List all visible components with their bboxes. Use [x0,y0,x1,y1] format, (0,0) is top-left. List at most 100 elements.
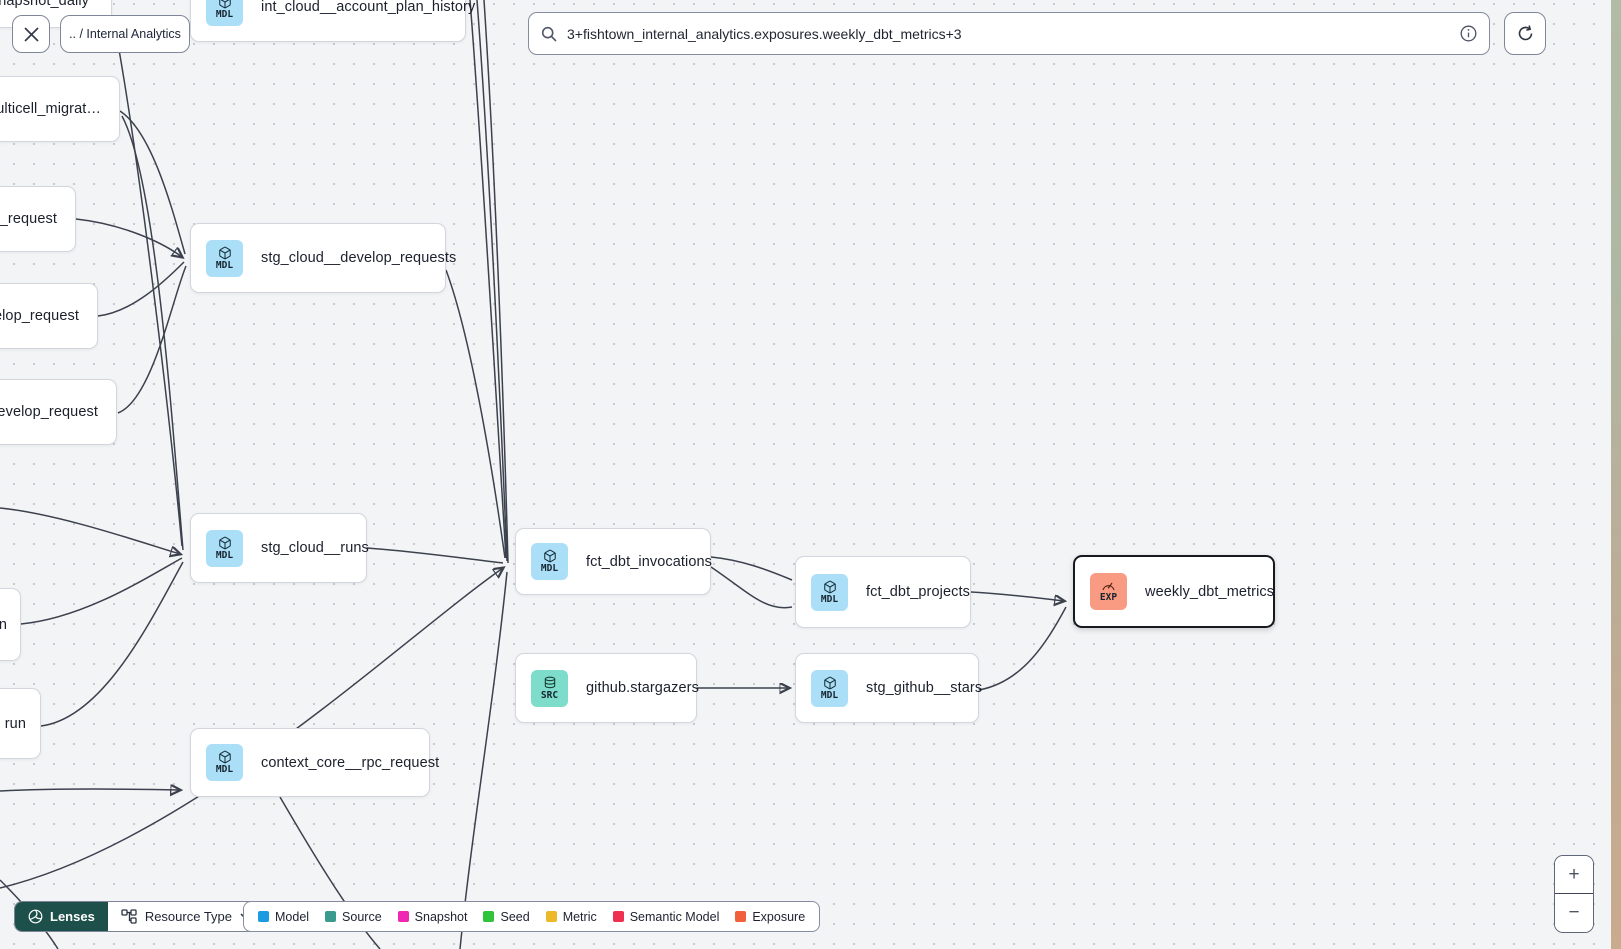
search-input[interactable] [567,25,1450,42]
graph-node-develop-request[interactable]: develop_request [0,379,117,445]
model-icon [823,580,836,593]
badge-label: MDL [820,593,839,605]
badge-label: MDL [215,8,234,20]
refresh-button[interactable] [1504,12,1546,55]
node-label: fct_dbt_projects [866,584,970,600]
lens-toolbar: Lenses Resource Type [14,901,266,932]
node-label: n [0,616,7,633]
node-label: velop_request [0,308,79,324]
node-label: fct_dbt_invocations [586,553,713,570]
legend-item: Seed [483,909,530,924]
legend-label: Metric [562,909,597,924]
graph-node-fct-dbt-invocations[interactable]: MDL fct_dbt_invocations [515,528,713,595]
search-icon [541,26,557,42]
model-icon [218,750,231,764]
resource-type-legend: Model Source Snapshot Seed Metric Semantic Mo… [243,901,821,932]
zoom-out-button[interactable]: − [1555,894,1593,932]
model-badge: MDL [811,669,848,707]
search-bar [528,12,1490,55]
legend-item: Metric [545,909,597,924]
graph-node-n-cut[interactable]: n [0,588,21,661]
legend-item: Source [325,910,382,924]
model-icon [218,246,231,259]
legend-label: Exposure [752,909,806,924]
badge-label: EXP [1099,592,1118,603]
legend-swatch [545,911,557,922]
node-label: develop_request [0,404,98,420]
model-badge: MDL [206,529,243,567]
resource-type-label: Resource Type [144,909,233,924]
lenses-button[interactable]: Lenses [15,902,108,931]
zoom-in-button[interactable]: + [1555,856,1593,894]
node-label: stg_cloud__develop_requests [261,250,457,266]
model-icon [543,549,556,563]
hierarchy-icon [121,909,137,924]
node-label: stg_github__stars [866,680,983,696]
refresh-icon [1518,25,1532,41]
model-badge: MDL [206,744,243,781]
graph-node-run-cut[interactable]: run [0,688,41,759]
source-icon [544,676,555,688]
legend-label: Snapshot [414,909,468,924]
breadcrumb[interactable]: .. / Internal Analytics [60,15,190,53]
exposure-icon [1102,582,1115,591]
close-button[interactable] [12,15,50,53]
node-label: stg_cloud__runs [261,540,369,556]
model-icon [218,0,231,8]
exposure-badge: EXP [1090,573,1127,610]
node-label: p_request [0,211,57,227]
lenses-label: Lenses [50,909,95,924]
node-label: github.stargazers [586,680,699,696]
legend-swatch [258,911,269,922]
legend-swatch [325,911,337,922]
legend-label: Model [275,909,310,924]
graph-node-stg-github-stars[interactable]: MDL stg_github__stars [795,653,983,723]
graph-node-fct-dbt-projects[interactable]: MDL fct_dbt_projects [795,556,971,628]
node-label: int_cloud__account_plan_history [261,0,476,15]
legend-item: Model [258,910,309,924]
graph-node-stg-cloud-develop-requests[interactable]: MDL stg_cloud__develop_requests [190,223,456,293]
resource-type-dropdown[interactable]: Resource Type [107,902,265,931]
legend-label: Semantic Model [629,909,720,924]
info-icon[interactable] [1460,25,1477,42]
lens-icon [28,909,43,924]
legend-item: Semantic Model [612,909,720,924]
source-badge: SRC [531,669,568,707]
model-icon [218,536,231,549]
badge-label: MDL [215,259,234,271]
graph-node-github-stargazers[interactable]: SRC github.stargazers [515,653,699,723]
graph-node-p-request[interactable]: p_request [0,186,76,252]
node-label: snapshot_daily [0,0,89,9]
graph-node-int-cloud-account-plan-history[interactable]: MDL int_cloud__account_plan_history [190,0,475,42]
node-label: weekly_dbt_metrics [1145,583,1275,600]
graph-node-weekly-dbt-metrics[interactable]: EXP weekly_dbt_metrics [1073,555,1275,628]
node-label: run [4,715,26,732]
close-icon [23,26,39,42]
model-icon [823,676,836,689]
graph-node-stg-cloud-runs[interactable]: MDL stg_cloud__runs [190,513,369,583]
legend-label: Seed [500,909,530,924]
legend-item: Snapshot [397,909,468,924]
node-label: multicell_migrat… [0,101,101,117]
legend-swatch [483,911,495,922]
badge-label: MDL [215,764,234,775]
graph-node-context-core-rpc-request[interactable]: MDL context_core__rpc_request [190,728,439,797]
legend-item: Exposure [735,910,805,924]
badge-label: MDL [820,689,839,701]
model-badge: MDL [206,0,243,26]
model-badge: MDL [206,239,243,277]
legend-swatch [735,911,747,922]
zoom-controls: + − [1554,855,1594,933]
graph-node-multicell-migrat[interactable]: multicell_migrat… [0,76,120,142]
node-label: context_core__rpc_request [261,754,440,771]
legend-swatch [397,911,409,922]
model-badge: MDL [531,543,568,580]
graph-node-velop-request[interactable]: velop_request [0,283,98,349]
desktop-wallpaper-edge [1611,0,1621,949]
badge-label: SRC [540,689,559,701]
badge-label: MDL [215,549,234,561]
legend-label: Source [342,909,382,924]
legend-swatch [612,911,624,922]
